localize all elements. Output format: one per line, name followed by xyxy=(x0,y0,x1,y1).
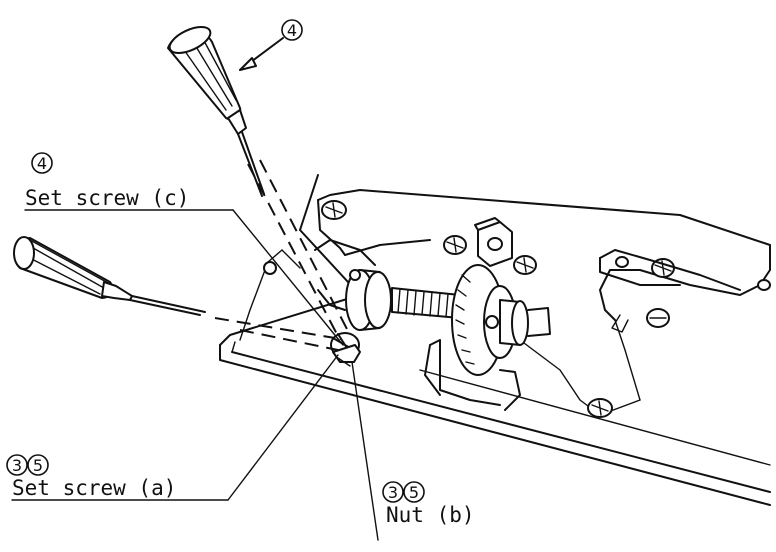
svg-text:3: 3 xyxy=(12,456,22,475)
screw-block-left xyxy=(443,235,467,255)
leader-lines xyxy=(11,209,379,541)
left-bracket-screws xyxy=(263,261,361,281)
screw-top-left xyxy=(321,200,347,220)
hole-arm xyxy=(615,256,629,268)
circled-4-left: 4 xyxy=(31,152,53,174)
svg-text:4: 4 xyxy=(287,21,297,40)
label-set-screw-a: Set screw (a) xyxy=(12,476,176,500)
svg-text:5: 5 xyxy=(33,456,43,475)
circled-4-top: 4 xyxy=(281,19,303,41)
svg-text:3: 3 xyxy=(388,483,398,502)
screwdriver-left xyxy=(13,236,206,316)
right-linkage xyxy=(599,249,741,333)
screw-lower-arm xyxy=(646,308,670,328)
circled-3-5-b: 3 5 xyxy=(382,481,425,503)
arrow-step-top xyxy=(239,37,284,71)
guide-lines xyxy=(214,159,351,351)
label-set-screw-c: Set screw (c) xyxy=(25,186,189,210)
mounting-block xyxy=(474,217,513,267)
label-nut-b: Nut (b) xyxy=(386,503,475,527)
gear-shaft-assembly xyxy=(314,239,551,411)
screw-block-right xyxy=(513,255,537,275)
circled-3-5-a: 3 5 xyxy=(6,454,49,476)
svg-text:5: 5 xyxy=(409,483,419,502)
base-plate xyxy=(219,174,771,506)
screwdriver-top xyxy=(167,26,265,197)
plate-screws xyxy=(321,200,771,418)
hole-right xyxy=(757,279,771,291)
svg-text:4: 4 xyxy=(37,154,47,173)
screw-bottom xyxy=(587,398,613,418)
